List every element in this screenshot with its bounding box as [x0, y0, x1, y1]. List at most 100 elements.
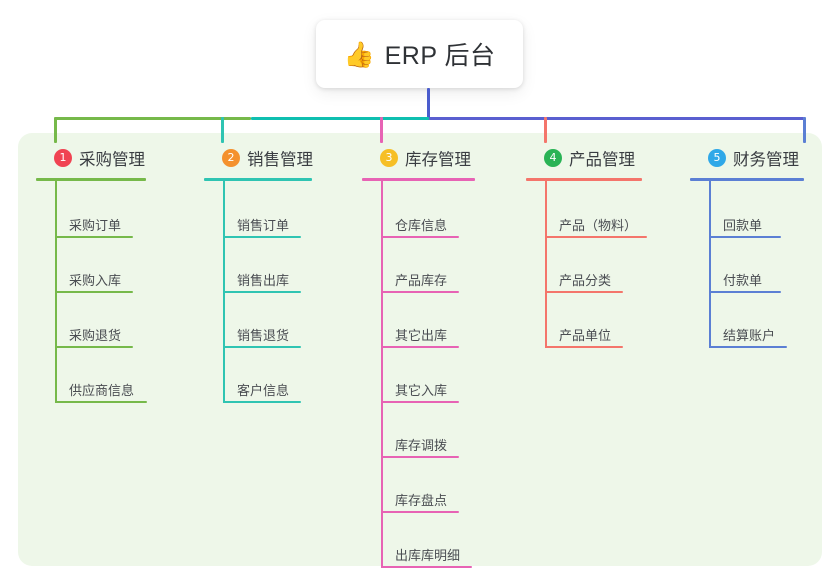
branch-item-underline: [381, 291, 459, 293]
branch-item-label: 出库库明细: [395, 548, 461, 563]
branch-underline: [362, 178, 475, 181]
branch-item-label: 仓库信息: [395, 218, 448, 233]
branch-item-underline: [709, 291, 781, 293]
branch-column-2: 2 销售管理销售订单销售出库销售退货客户信息: [204, 146, 322, 403]
branch-item-underline: [545, 291, 623, 293]
branch-item-underline: [223, 346, 301, 348]
branch-item-label: 采购入库: [69, 273, 122, 288]
branch-item[interactable]: 供应商信息: [55, 373, 147, 403]
branch-item-underline: [545, 236, 647, 238]
branch-item-label: 采购退货: [69, 328, 122, 343]
branch-drop-line-2: [221, 117, 224, 143]
branch-item[interactable]: 产品分类: [545, 263, 623, 293]
branch-title: 采购管理: [79, 151, 145, 169]
branch-item-label: 销售退货: [237, 328, 290, 343]
branch-item-label: 其它入库: [395, 383, 448, 398]
branch-item[interactable]: 仓库信息: [381, 208, 459, 238]
branch-drop-line-4: [544, 117, 547, 143]
branches-panel: [18, 133, 822, 566]
branch-item[interactable]: 客户信息: [223, 373, 301, 403]
branch-header-2[interactable]: 2 销售管理: [204, 146, 322, 170]
branch-header-1[interactable]: 1 采购管理: [36, 146, 156, 170]
root-stem-line: [427, 88, 430, 120]
branch-item[interactable]: 其它入库: [381, 373, 459, 403]
branch-item[interactable]: 出库库明细: [381, 538, 472, 568]
branch-item-label: 产品分类: [559, 273, 612, 288]
branch-item[interactable]: 其它出库: [381, 318, 459, 348]
branch-item-label: 销售订单: [237, 218, 290, 233]
branch-spine: [545, 179, 547, 348]
branch-item-label: 库存盘点: [395, 493, 448, 508]
branch-item-underline: [381, 401, 459, 403]
branch-item-label: 销售出库: [237, 273, 290, 288]
branch-item[interactable]: 库存盘点: [381, 483, 459, 513]
branch-item-label: 产品库存: [395, 273, 448, 288]
branch-spine: [709, 179, 711, 348]
branch-item[interactable]: 产品单位: [545, 318, 623, 348]
branch-column-5: 5 财务管理回款单付款单结算账户: [690, 146, 814, 348]
branch-column-1: 1 采购管理采购订单采购入库采购退货供应商信息: [36, 146, 156, 403]
branch-item-label: 结算账户: [723, 328, 776, 343]
branch-item-label: 回款单: [723, 218, 763, 233]
branch-title: 产品管理: [569, 151, 635, 169]
branch-item[interactable]: 采购订单: [55, 208, 133, 238]
branch-item-label: 库存调拨: [395, 438, 448, 453]
branch-item-underline: [223, 236, 301, 238]
branch-item[interactable]: 采购退货: [55, 318, 133, 348]
branch-item[interactable]: 销售订单: [223, 208, 301, 238]
branch-item-label: 付款单: [723, 273, 763, 288]
branch-item-underline: [55, 236, 133, 238]
branch-spine: [381, 179, 383, 568]
branch-item-label: 产品（物料）: [559, 218, 638, 233]
branch-item[interactable]: 采购入库: [55, 263, 133, 293]
branch-title: 财务管理: [733, 151, 799, 169]
branch-item[interactable]: 库存调拨: [381, 428, 459, 458]
root-node-title: ERP 后台: [384, 42, 496, 70]
branch-item-underline: [381, 566, 472, 568]
branch-number-badge: 2: [222, 149, 240, 167]
branch-header-5[interactable]: 5 财务管理: [690, 146, 814, 170]
branch-item[interactable]: 付款单: [709, 263, 781, 293]
branch-item[interactable]: 产品库存: [381, 263, 459, 293]
branch-item-underline: [381, 236, 459, 238]
branch-item[interactable]: 销售出库: [223, 263, 301, 293]
branch-underline: [36, 178, 146, 181]
branch-item-underline: [709, 236, 781, 238]
branch-item-underline: [709, 346, 787, 348]
branch-item-underline: [223, 401, 301, 403]
branch-item-label: 客户信息: [237, 383, 290, 398]
branch-item-label: 采购订单: [69, 218, 122, 233]
branch-item-label: 其它出库: [395, 328, 448, 343]
branch-item-underline: [381, 511, 459, 513]
branch-title: 销售管理: [247, 151, 313, 169]
branch-underline: [690, 178, 804, 181]
branch-number-badge: 1: [54, 149, 72, 167]
root-node[interactable]: 👍 ERP 后台: [316, 20, 523, 88]
branch-drop-line-3: [380, 117, 383, 143]
branch-item-label: 产品单位: [559, 328, 612, 343]
branch-drop-line-1: [54, 117, 57, 143]
branch-underline: [526, 178, 642, 181]
segment-green: [55, 117, 251, 120]
branch-underline: [204, 178, 312, 181]
branch-number-badge: 5: [708, 149, 726, 167]
branch-item[interactable]: 产品（物料）: [545, 208, 647, 238]
branch-item-underline: [381, 456, 459, 458]
branch-item[interactable]: 销售退货: [223, 318, 301, 348]
segment-teal: [251, 117, 429, 120]
branch-drop-line-5: [803, 117, 806, 143]
branch-item-underline: [55, 401, 147, 403]
branch-number-badge: 3: [380, 149, 398, 167]
branch-item-underline: [55, 291, 133, 293]
thumbs-up-icon: 👍: [343, 39, 375, 69]
segment-blue: [429, 117, 804, 120]
branch-item-underline: [55, 346, 133, 348]
branch-item[interactable]: 回款单: [709, 208, 781, 238]
branch-item[interactable]: 结算账户: [709, 318, 787, 348]
branch-item-label: 供应商信息: [69, 383, 135, 398]
